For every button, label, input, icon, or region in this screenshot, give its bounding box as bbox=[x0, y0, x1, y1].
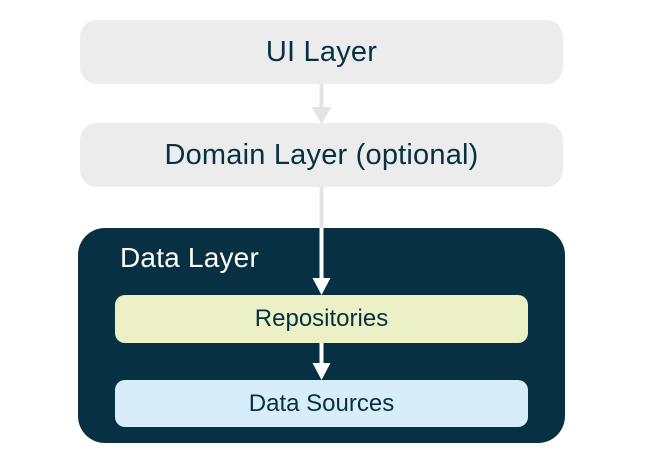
data-layer-box: Data Layer Repositories Data Sources bbox=[78, 228, 565, 443]
repositories-box: Repositories bbox=[115, 295, 528, 343]
domain-layer-label: Domain Layer (optional) bbox=[164, 138, 479, 171]
domain-layer-box: Domain Layer (optional) bbox=[80, 123, 563, 187]
data-sources-label: Data Sources bbox=[248, 389, 395, 417]
ui-layer-label: UI Layer bbox=[265, 35, 378, 68]
ui-layer-box: UI Layer bbox=[80, 20, 563, 84]
data-layer-label: Data Layer bbox=[120, 242, 259, 273]
arrow-ui-to-domain-icon bbox=[311, 84, 332, 124]
data-sources-box: Data Sources bbox=[115, 380, 528, 427]
repositories-label: Repositories bbox=[254, 305, 389, 332]
